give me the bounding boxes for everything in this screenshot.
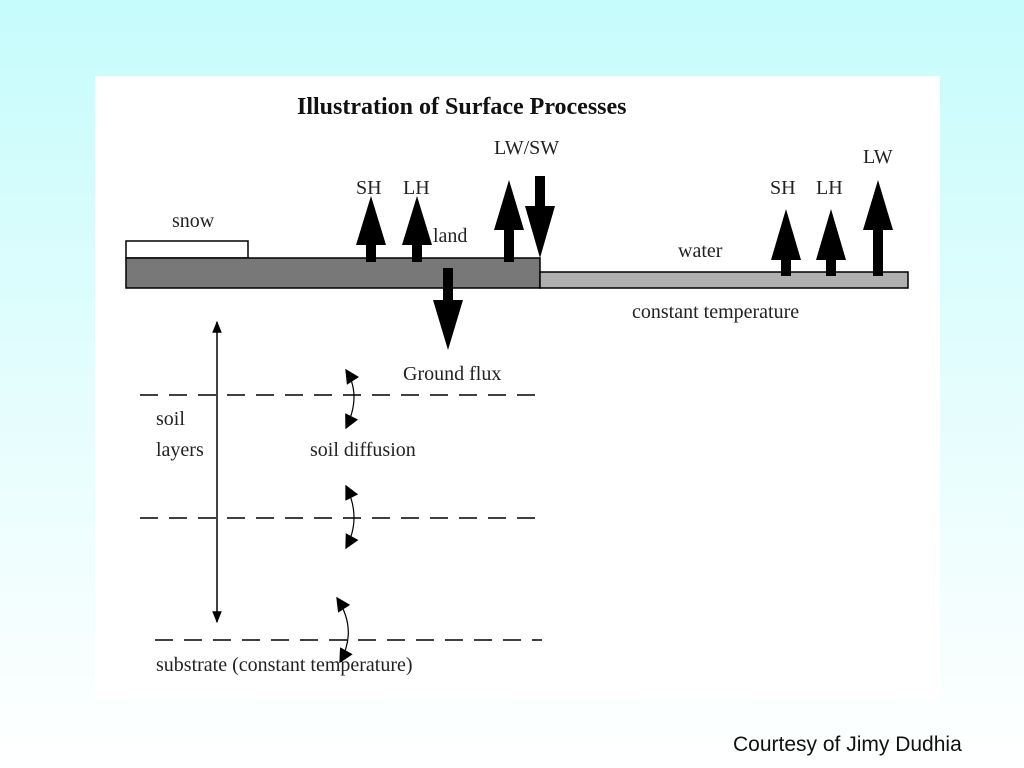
land-surface: [125, 257, 541, 289]
credit-text: Courtesy of Jimy Dudhia: [733, 733, 962, 756]
snow-layer: [125, 240, 249, 259]
diagram-panel: [95, 76, 940, 700]
ground-flux-label: Ground flux: [403, 363, 501, 385]
substrate-diffusion-arrow: [336, 596, 353, 664]
sh-water-arrow: [771, 209, 801, 276]
lh-water-arrow: [816, 209, 846, 276]
snow-label: snow: [172, 210, 215, 232]
sh-land-arrow: [356, 196, 386, 262]
soil-diffusion-label: soil diffusion: [310, 439, 416, 461]
soil-diffusion-arrow-2: [345, 484, 359, 550]
sw-down-arrow: [525, 176, 555, 258]
land-label: land: [433, 225, 467, 247]
lwsw-label: LW/SW: [494, 137, 559, 159]
diagram-title: Illustration of Surface Processes: [297, 94, 627, 120]
water-surface: [539, 271, 909, 289]
ground-flux-arrow: [433, 268, 463, 350]
lh-land-label: LH: [403, 177, 430, 199]
soil-label: soil: [156, 408, 185, 430]
sh-land-label: SH: [356, 177, 382, 199]
lw-label: LW: [863, 146, 893, 168]
substrate-label: substrate (constant temperature): [156, 654, 413, 676]
layers-label: layers: [156, 439, 204, 461]
lh-land-arrow: [402, 196, 432, 262]
lw-up-arrow: [494, 180, 524, 262]
lw-water-arrow: [863, 180, 893, 276]
soil-diffusion-arrow-1: [345, 368, 360, 430]
sh-water-label: SH: [770, 177, 796, 199]
water-label: water: [678, 240, 723, 262]
lh-water-label: LH: [816, 177, 843, 199]
constant-temperature-label: constant temperature: [632, 301, 799, 323]
